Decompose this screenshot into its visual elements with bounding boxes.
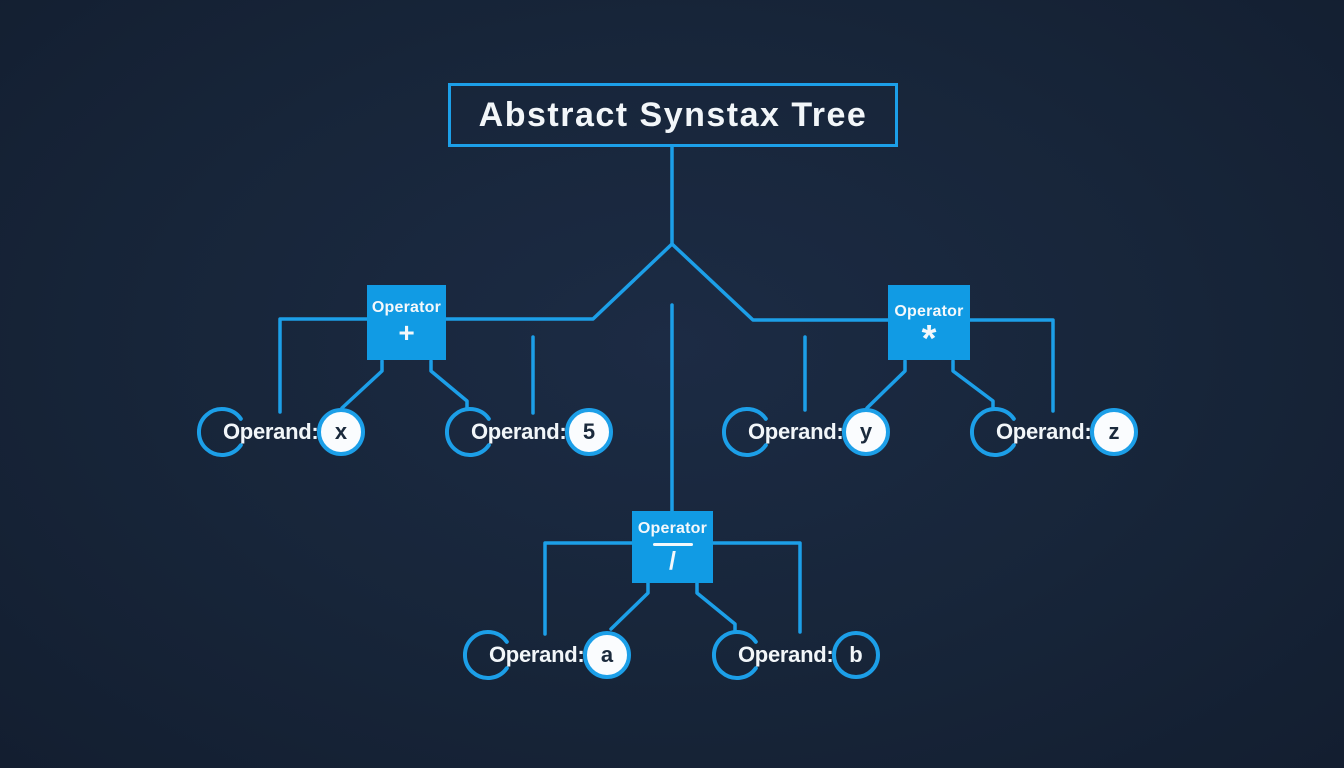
operand-node-y: Operand: y: [720, 405, 905, 459]
operator-label: Operator: [637, 520, 708, 537]
operator-label: Operator: [894, 302, 964, 320]
star-right-child-line: [951, 359, 995, 411]
operator-node-multiply: Operator *: [888, 285, 970, 360]
operand-value-circle: 5: [565, 408, 613, 456]
operand-node-x: Operand: x: [195, 405, 380, 459]
operand-value-circle: x: [317, 408, 365, 456]
operand-label: Operand:: [471, 419, 567, 444]
diagram-title: Abstract Synstax Tree: [478, 95, 868, 134]
slash-left-bus-line: [543, 541, 634, 636]
slash-right-bus-line: [711, 541, 802, 634]
operand-label: Operand:: [223, 419, 319, 444]
operand-label: Operand:: [748, 419, 844, 444]
operand-node-5: Operand: 5: [443, 405, 628, 459]
operand-value-circle: a: [583, 631, 631, 679]
asterisk-symbol: *: [921, 317, 937, 360]
open-circle-icon: [462, 630, 509, 680]
star-left-child-line: [865, 359, 907, 410]
open-circle-icon: [196, 407, 243, 457]
open-circle-icon: [721, 407, 768, 457]
right-branch-line: [670, 242, 1055, 413]
slash-symbol: /: [669, 547, 676, 575]
open-circle-icon: [969, 407, 1016, 457]
operator-node-plus: Operator +: [367, 285, 446, 360]
operand-node-z: Operand: z: [968, 405, 1153, 459]
operand-value-circle: z: [1090, 408, 1138, 456]
slash-left-child-line: [609, 581, 650, 631]
operand-label: Operand:: [738, 642, 834, 667]
open-circle-icon: [711, 630, 758, 680]
operand-value-circle: y: [842, 408, 890, 456]
divider-line: [652, 543, 693, 546]
open-circle-icon: [444, 407, 491, 457]
plus-left-child-line: [340, 359, 384, 410]
operator-node-divide: Operator /: [632, 511, 713, 583]
plus-right-child-line: [429, 359, 469, 411]
diagram-title-box: Abstract Synstax Tree: [448, 83, 898, 147]
plus-symbol: +: [398, 316, 415, 348]
operand-value-circle: b: [832, 631, 880, 679]
operand-node-a: Operand: a: [461, 628, 646, 682]
operand-node-b: Operand: b: [710, 628, 895, 682]
operand-label: Operand:: [489, 642, 585, 667]
operator-label: Operator: [371, 298, 442, 316]
operand-label: Operand:: [996, 419, 1092, 444]
left-branch-line: [278, 242, 674, 414]
slash-right-child-line: [695, 581, 737, 633]
